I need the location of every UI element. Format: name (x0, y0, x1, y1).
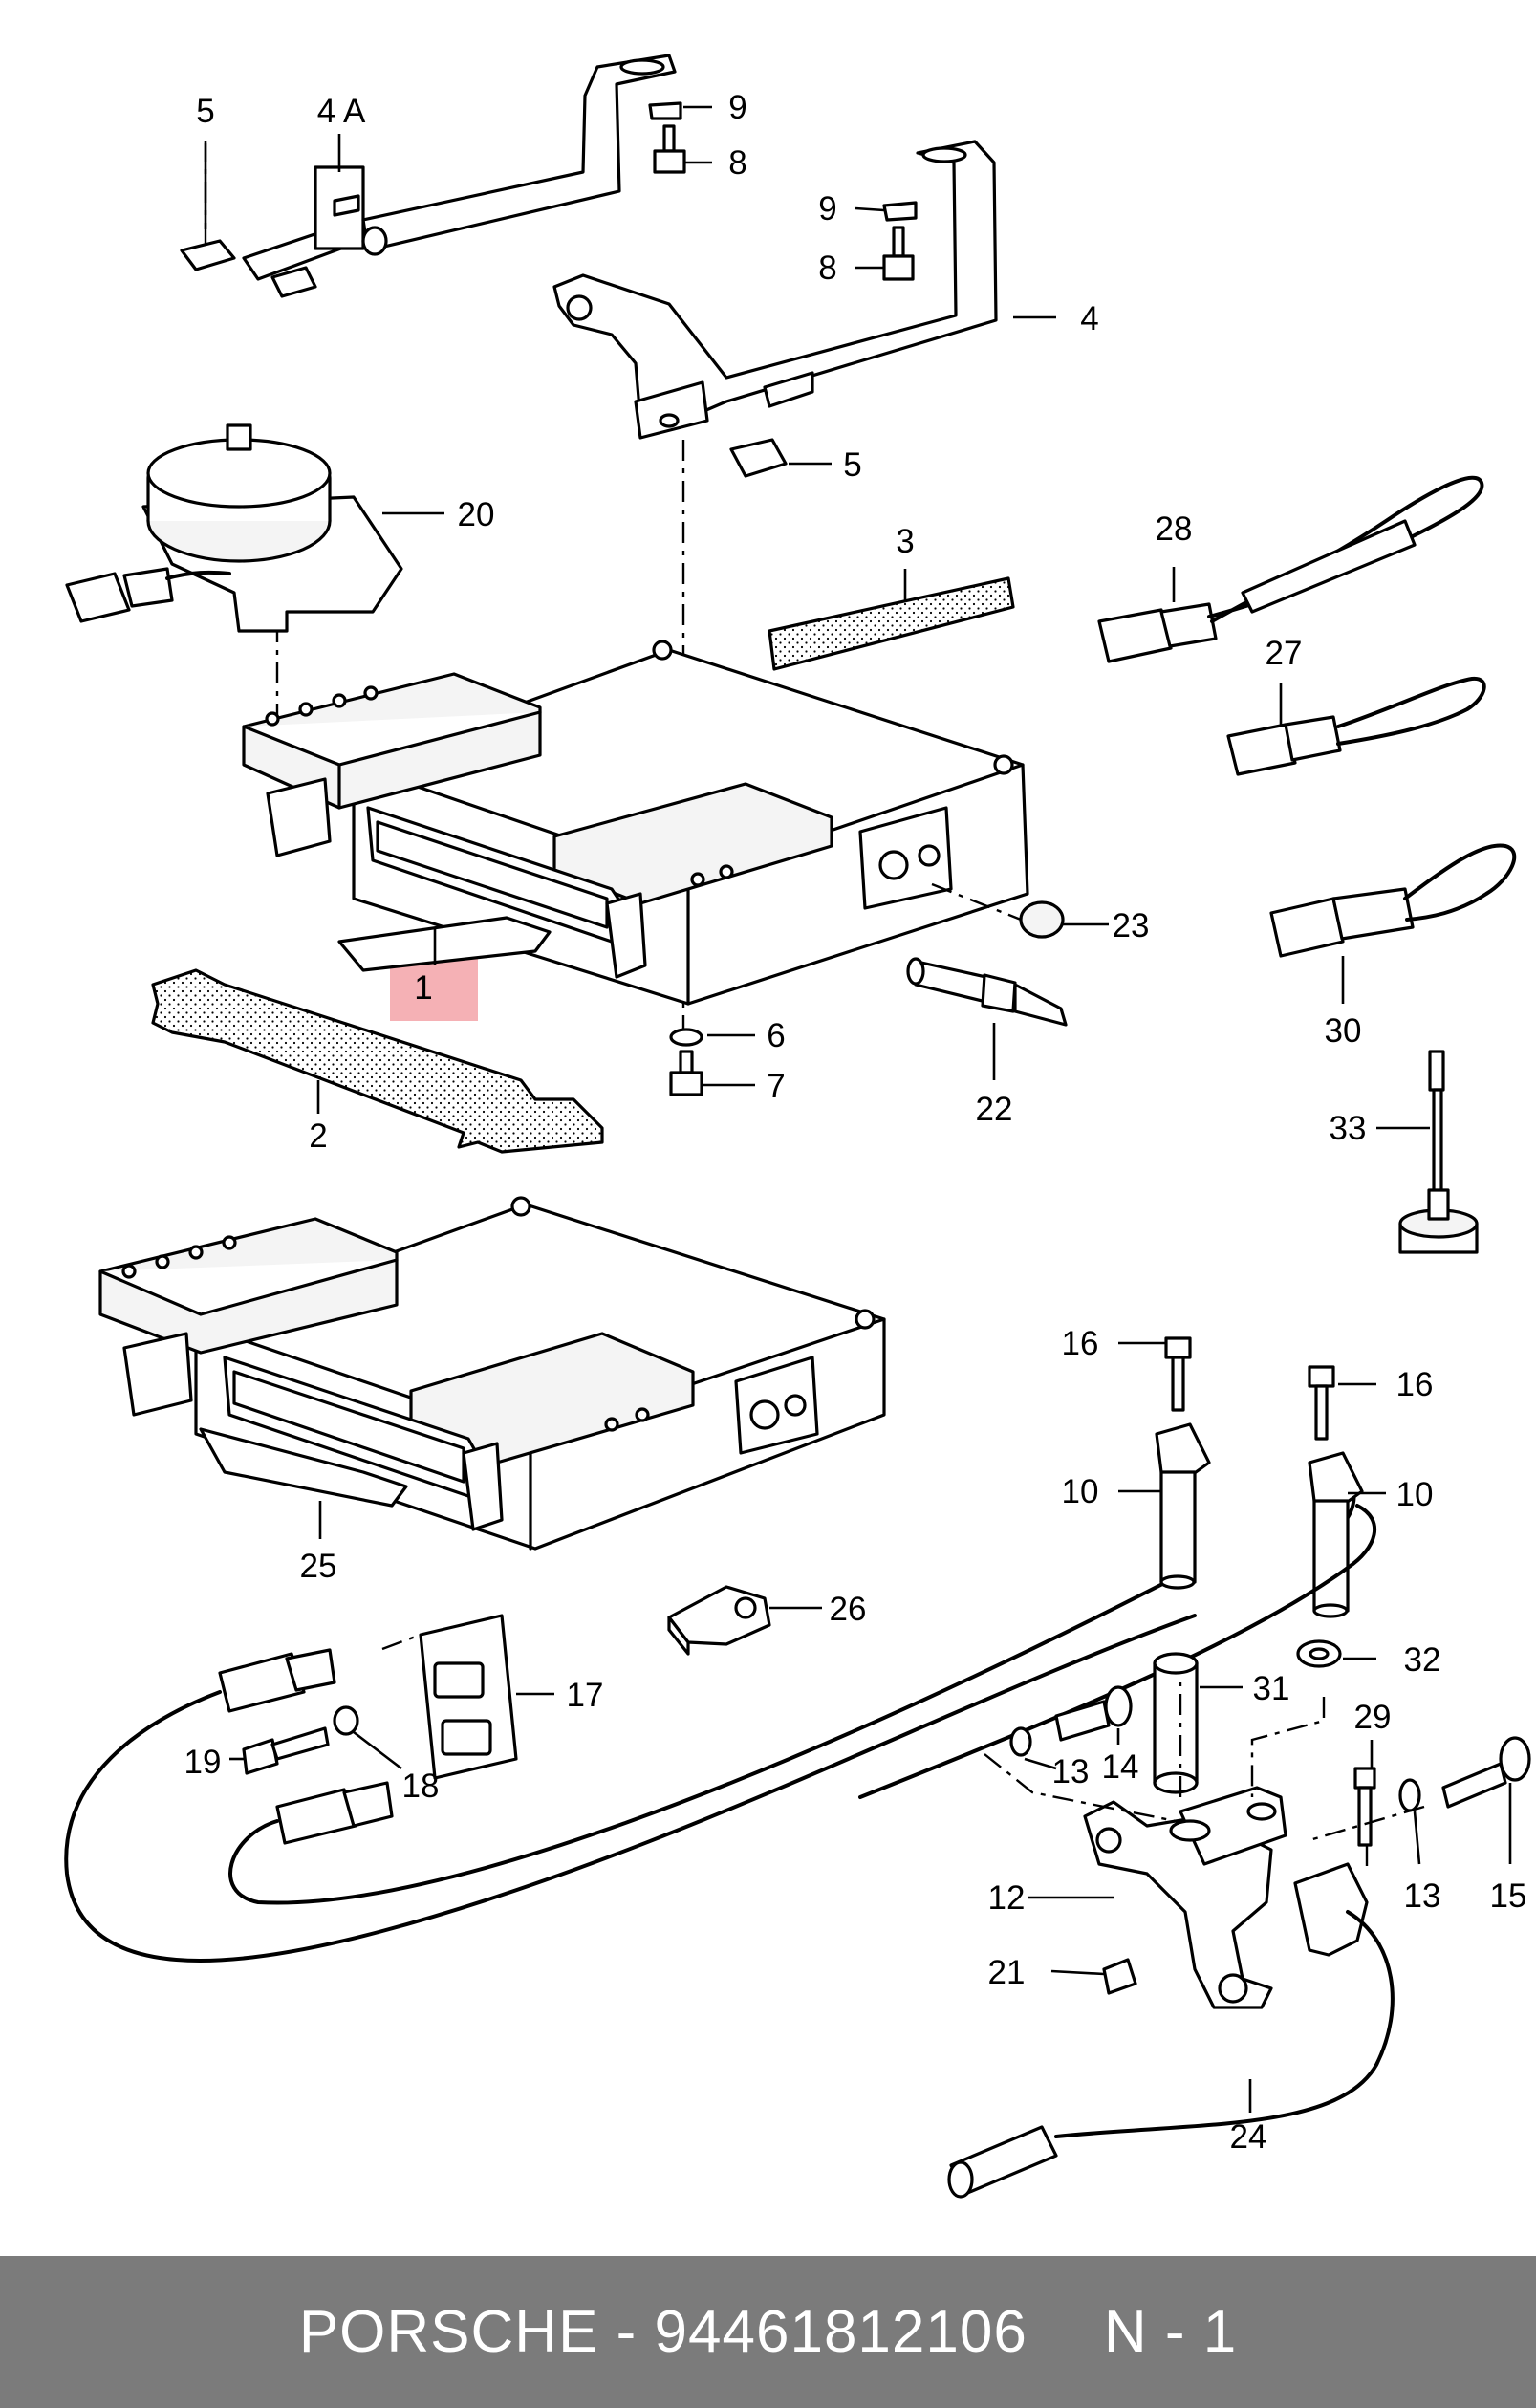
pin-33 (1398, 1050, 1479, 1254)
callout-25: 25 (300, 1548, 337, 1585)
bracket-12 (947, 1639, 1531, 2199)
callout-27: 27 (1266, 635, 1303, 672)
washer-9b (882, 201, 918, 222)
gasket-2 (151, 968, 604, 1154)
callout-4: 4 (1080, 300, 1098, 337)
callout-30: 30 (1325, 1012, 1362, 1050)
control-unit-25 (98, 1196, 886, 1551)
caption-bar: PORSCHE - 94461812106 N - 1 (0, 2256, 1536, 2408)
callout-10a: 10 (1062, 1473, 1099, 1510)
callout-3: 3 (896, 523, 914, 560)
callout-8b: 8 (818, 249, 836, 287)
washer-6 (669, 1028, 703, 1047)
callout-31: 31 (1253, 1670, 1290, 1707)
callout-6: 6 (767, 1017, 785, 1054)
section-label: N - 1 (1103, 2299, 1238, 2365)
brand-name: PORSCHE (298, 2299, 599, 2365)
callout-13a: 13 (1052, 1753, 1090, 1790)
callout-12: 12 (988, 1879, 1026, 1917)
sensor-26 (667, 1585, 771, 1656)
harness-28 (1097, 475, 1484, 663)
screw-8b (892, 226, 905, 258)
bracket-4 (552, 140, 998, 440)
part-number: 94461812106 (654, 2299, 1028, 2365)
loop-27 (1226, 676, 1486, 776)
clip-nut-5b (729, 438, 788, 478)
screw-7 (679, 1050, 694, 1074)
callout-19: 19 (184, 1744, 222, 1781)
callout-4a: 4 A (317, 93, 366, 130)
callout-9a: 9 (728, 89, 746, 126)
bracket-4a (242, 54, 677, 298)
callout-18: 18 (402, 1768, 440, 1805)
callout-32: 32 (1404, 1641, 1441, 1679)
callout-2: 2 (309, 1117, 327, 1155)
control-unit-1 (242, 640, 1029, 1006)
callout-33: 33 (1330, 1110, 1367, 1147)
callout-5b: 5 (843, 446, 861, 484)
harness-lower (64, 1336, 1376, 1963)
callout-17: 17 (567, 1677, 604, 1714)
callout-8a: 8 (728, 144, 746, 182)
loop-30 (1269, 843, 1517, 958)
parts-diagram: 1 2 3 4 4 A 5 5 6 7 8 8 9 9 10 10 12 13 … (64, 54, 1531, 2199)
callout-9b: 9 (818, 190, 836, 228)
plug-23 (1019, 900, 1065, 939)
sensor-22 (906, 957, 1068, 1027)
callout-labels: 1 2 3 4 4 A 5 5 6 7 8 8 9 9 10 10 12 13 … (184, 89, 1527, 2156)
leader-lines (204, 105, 1512, 2113)
callout-1: 1 (414, 969, 432, 1007)
callout-21: 21 (988, 1954, 1026, 1991)
callout-16b: 16 (1396, 1366, 1434, 1403)
callout-15: 15 (1490, 1877, 1527, 1915)
callout-13b: 13 (1404, 1877, 1441, 1915)
separator: - (598, 2299, 655, 2365)
callout-26: 26 (830, 1591, 867, 1628)
callout-10b: 10 (1396, 1476, 1434, 1513)
callout-29: 29 (1354, 1699, 1392, 1736)
callout-5a: 5 (196, 93, 214, 130)
motor-20 (65, 423, 403, 633)
callout-16a: 16 (1062, 1325, 1099, 1362)
gasket-3 (768, 576, 1015, 671)
callout-22: 22 (976, 1091, 1013, 1128)
washer-9a (648, 101, 682, 120)
clip-nut-5a (180, 239, 236, 271)
callout-14: 14 (1102, 1748, 1139, 1786)
callout-23: 23 (1113, 907, 1150, 944)
callout-7: 7 (767, 1068, 785, 1105)
screw-8a (662, 124, 676, 153)
callout-24: 24 (1230, 2118, 1267, 2156)
callout-28: 28 (1156, 510, 1193, 548)
callout-20: 20 (458, 496, 495, 533)
